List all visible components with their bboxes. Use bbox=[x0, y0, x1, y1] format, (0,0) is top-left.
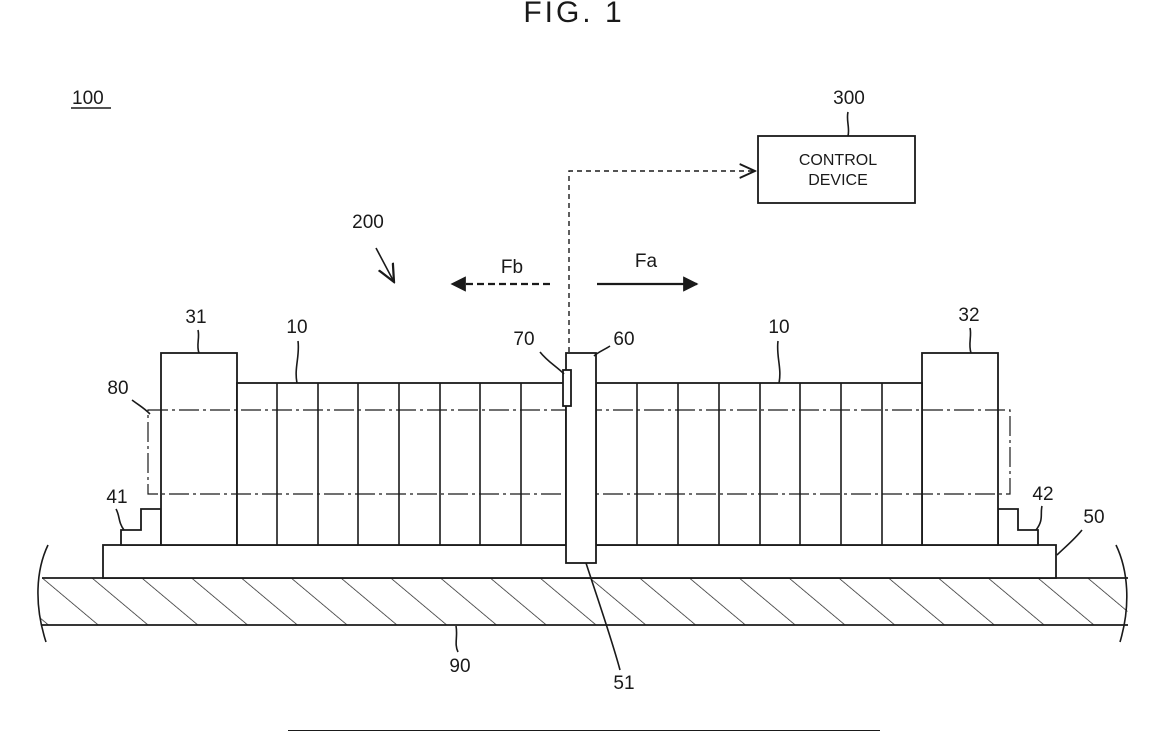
label-stopper-42: 42 bbox=[1032, 484, 1053, 505]
cell-stack-left bbox=[237, 383, 566, 545]
leader-42 bbox=[1036, 506, 1042, 530]
leader-60 bbox=[594, 346, 610, 356]
cell-stack-right bbox=[596, 383, 922, 545]
label-force-fa: Fa bbox=[635, 251, 658, 272]
end-plate-32 bbox=[922, 353, 998, 545]
label-assembly-200: 200 bbox=[352, 212, 384, 233]
label-ground-90: 90 bbox=[449, 656, 470, 677]
label-control-300: 300 bbox=[833, 88, 865, 109]
leader-200 bbox=[376, 248, 394, 282]
leader-cells-right bbox=[778, 341, 780, 383]
leader-cells-left bbox=[296, 341, 298, 383]
leader-50 bbox=[1057, 530, 1082, 555]
label-slot-51: 51 bbox=[613, 673, 634, 694]
leader-300 bbox=[847, 112, 848, 136]
leader-80 bbox=[132, 400, 150, 414]
label-stopper-41: 41 bbox=[106, 487, 127, 508]
stopper-42 bbox=[998, 509, 1038, 545]
figure-title: FIG. 1 bbox=[523, 0, 624, 29]
label-separator-60: 60 bbox=[613, 329, 634, 350]
label-force-fb: Fb bbox=[501, 257, 523, 278]
control-device-text-line1: CONTROL bbox=[799, 152, 877, 169]
leader-90 bbox=[456, 626, 458, 652]
label-cells-right-10: 10 bbox=[768, 317, 789, 338]
end-plate-31 bbox=[161, 353, 237, 545]
label-end-plate-32: 32 bbox=[958, 305, 979, 326]
label-frame-80: 80 bbox=[107, 378, 128, 399]
control-device-text-line2: DEVICE bbox=[808, 172, 868, 189]
leader-31 bbox=[198, 330, 199, 353]
signal-line bbox=[569, 171, 755, 352]
sensor-70 bbox=[563, 370, 571, 406]
label-cells-left-10: 10 bbox=[286, 317, 307, 338]
label-sensor-70: 70 bbox=[513, 329, 534, 350]
label-system-100: 100 bbox=[72, 88, 104, 109]
label-base-plate-50: 50 bbox=[1083, 507, 1104, 528]
stopper-41 bbox=[121, 509, 161, 545]
leader-41 bbox=[116, 509, 124, 530]
control-device-box: CONTROL DEVICE bbox=[758, 136, 915, 203]
leader-70 bbox=[540, 352, 564, 374]
label-end-plate-31: 31 bbox=[185, 307, 206, 328]
leader-32 bbox=[970, 328, 971, 353]
